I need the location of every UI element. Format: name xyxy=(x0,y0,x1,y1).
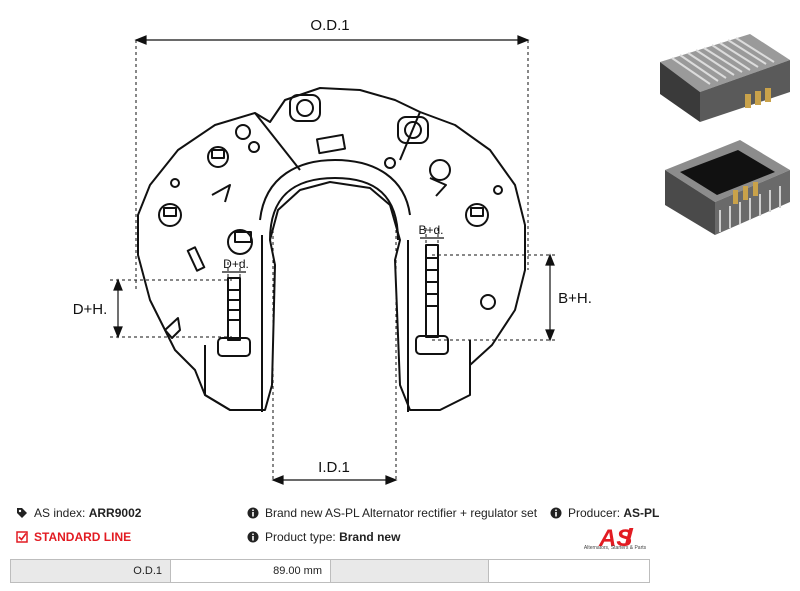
product-type-label: Product type: xyxy=(265,530,336,544)
as-index-row: AS index: ARR9002 xyxy=(16,506,141,520)
producer-value: AS-PL xyxy=(623,506,660,520)
od1-label: O.D.1 xyxy=(310,17,349,34)
standard-line-label: STANDARD LINE xyxy=(34,530,132,544)
spec-value-cell: 89.00 mm xyxy=(171,560,331,582)
producer-label: Producer: xyxy=(568,506,621,520)
standard-line-row: STANDARD LINE xyxy=(16,530,131,544)
info-icon xyxy=(247,507,259,519)
id1-label: I.D.1 xyxy=(318,459,350,476)
dh-label: D+H. xyxy=(73,301,108,318)
as-index-value: ARR9002 xyxy=(88,506,142,520)
inner-bore xyxy=(269,177,399,241)
bd-label: B+d. xyxy=(418,223,443,237)
heatsink-regulator-photo xyxy=(660,34,790,122)
product-type-value: Brand new xyxy=(339,530,401,544)
spec-value-cell-2 xyxy=(489,560,649,582)
checkbox-checked-icon xyxy=(16,531,28,543)
description-row: Brand new AS-PL Alternator rectifier + r… xyxy=(247,506,537,520)
technical-drawing: O.D.1 I.D.1 D+H. D+d. B+H. B+d. xyxy=(73,17,592,485)
info-icon xyxy=(550,507,562,519)
description-text: Brand new AS-PL Alternator rectifier + r… xyxy=(265,506,538,520)
as-pl-logo: AS xyxy=(598,525,634,552)
tag-icon xyxy=(17,508,27,518)
producer-row: Producer: AS-PL xyxy=(550,506,659,520)
spec-label-cell: O.D.1 xyxy=(11,560,171,582)
info-icon xyxy=(247,531,259,543)
spec-table: O.D.1 89.00 mm xyxy=(10,559,650,583)
product-type-row: Product type: Brand new xyxy=(247,530,400,544)
logo-tagline: Alternators, Starters & Parts xyxy=(583,545,647,551)
as-index-label: AS index: xyxy=(34,506,86,520)
spec-label-cell-2 xyxy=(331,560,489,582)
regulator-underside-photo xyxy=(665,140,790,235)
bh-label: B+H. xyxy=(558,290,592,307)
dd-label: D+d. xyxy=(223,257,249,271)
rectifier-outline xyxy=(137,87,526,411)
